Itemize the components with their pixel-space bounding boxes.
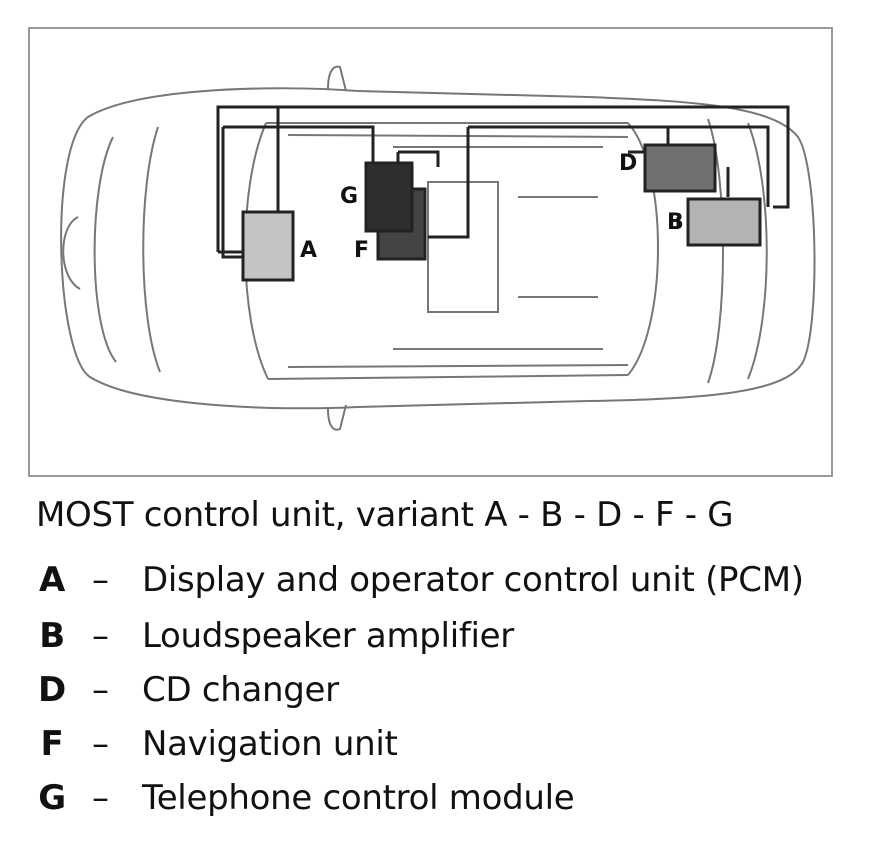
- legend-dash: –: [92, 616, 109, 656]
- legend-text: Display and operator control unit (PCM): [142, 560, 804, 600]
- component-g-label: G: [340, 184, 358, 209]
- component-f-label: F: [354, 238, 369, 263]
- component-d-label: D: [619, 151, 637, 176]
- legend-text: Navigation unit: [142, 724, 398, 764]
- legend-key: A: [38, 560, 65, 600]
- legend-dash: –: [92, 670, 109, 710]
- legend-dash: –: [92, 724, 109, 764]
- legend-dash: –: [92, 778, 109, 818]
- legend-key: B: [39, 616, 65, 656]
- diagram-frame: [28, 27, 833, 477]
- most-ring-wiring: [216, 105, 790, 259]
- legend-key: D: [38, 670, 66, 710]
- legend-dash: –: [92, 560, 109, 600]
- diagram-caption: MOST control unit, variant A - B - D - F…: [36, 495, 734, 535]
- legend-text: Telephone control module: [142, 778, 575, 818]
- component-g-box: [364, 161, 414, 233]
- car-outline: [60, 65, 816, 431]
- legend-key: G: [38, 778, 66, 818]
- component-b-label: B: [667, 210, 684, 235]
- component-d-box: [643, 143, 717, 193]
- legend-text: Loudspeaker amplifier: [142, 616, 514, 656]
- component-a-box: [241, 210, 295, 282]
- component-a-label: A: [300, 238, 317, 263]
- car-top-view-diagram: A B D F G: [28, 27, 833, 477]
- component-b-box: [686, 197, 762, 247]
- legend-text: CD changer: [142, 670, 339, 710]
- legend-key: F: [40, 724, 64, 764]
